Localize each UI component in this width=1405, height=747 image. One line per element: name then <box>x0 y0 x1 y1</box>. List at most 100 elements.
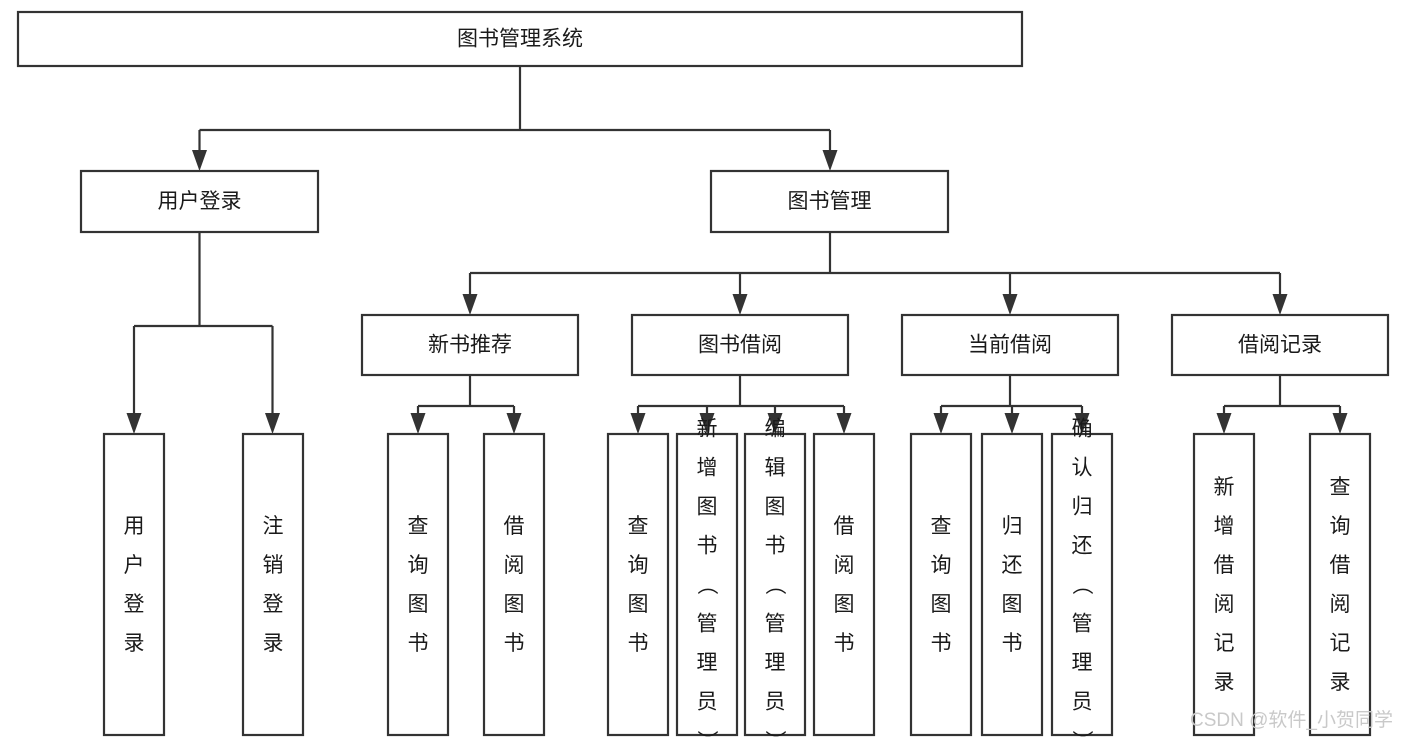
node-label-leaf-borrow-book-recommend: 借 <box>504 515 525 538</box>
node-current-borrow[interactable]: 当前借阅 <box>900 313 1120 377</box>
node-label-leaf-query-book-borrow: 书 <box>628 632 649 655</box>
nodes-layer: 图书管理系统用户登录图书管理新书推荐图书借阅当前借阅借阅记录用户登录注销登录查询… <box>16 10 1390 747</box>
node-label-leaf-add-borrow-record: 增 <box>1214 515 1235 538</box>
arrow-head-user-login <box>192 150 207 171</box>
node-label-leaf-add-book-admin: 图 <box>697 496 718 519</box>
node-label-leaf-return-book: 还 <box>1002 554 1023 577</box>
node-label-leaf-add-book-admin: 理 <box>697 652 718 675</box>
node-box-leaf-confirm-return-admin[interactable] <box>1050 432 1114 737</box>
node-box-book-borrow[interactable] <box>630 313 850 377</box>
node-label-leaf-borrow-book: 图 <box>834 593 855 616</box>
node-box-user-login[interactable] <box>79 169 320 234</box>
node-label-book-management: 图书管理 <box>788 190 872 213</box>
node-box-leaf-query-book-borrow[interactable] <box>606 432 670 737</box>
node-label-leaf-confirm-return-admin: 确 <box>1072 418 1093 441</box>
arrow-head-current-borrow <box>1002 294 1018 315</box>
node-label-leaf-logout: 注 <box>263 515 284 538</box>
node-box-root[interactable] <box>16 10 1024 68</box>
node-label-leaf-query-borrow-record: 阅 <box>1330 593 1351 616</box>
arrow-head-borrow-record <box>1272 294 1288 315</box>
node-box-leaf-add-book-admin[interactable] <box>675 432 739 737</box>
node-label-leaf-borrow-book: 借 <box>834 515 855 538</box>
node-root[interactable]: 图书管理系统 <box>16 10 1024 68</box>
node-box-leaf-edit-book-admin[interactable] <box>743 432 807 737</box>
arrow-head-leaf-add-book-admin <box>699 413 715 434</box>
node-label-leaf-confirm-return-admin: 管 <box>1072 613 1093 636</box>
node-label-leaf-add-book-admin: ） <box>695 730 718 747</box>
node-label-leaf-confirm-return-admin: 理 <box>1072 652 1093 675</box>
node-box-leaf-return-book[interactable] <box>980 432 1044 737</box>
connector-root-to-level2 <box>198 66 832 158</box>
node-label-leaf-query-book-borrow: 询 <box>628 554 649 577</box>
node-label-leaf-add-book-admin: 管 <box>697 613 718 636</box>
node-label-leaf-query-book-recommend: 查 <box>408 515 429 538</box>
node-label-leaf-add-borrow-record: 记 <box>1214 632 1235 655</box>
arrow-head-leaf-borrow-book <box>836 413 852 434</box>
node-box-leaf-add-borrow-record[interactable] <box>1192 432 1256 737</box>
node-box-leaf-user-login[interactable] <box>102 432 166 737</box>
node-user-login[interactable]: 用户登录 <box>79 169 320 234</box>
node-label-leaf-return-book: 书 <box>1002 632 1023 655</box>
node-box-leaf-query-book-recommend[interactable] <box>386 432 450 737</box>
arrow-head-leaf-query-borrow-record <box>1332 413 1348 434</box>
node-label-leaf-query-book-current: 查 <box>931 515 952 538</box>
node-label-leaf-edit-book-admin: 管 <box>765 613 786 636</box>
node-label-leaf-query-book-borrow: 图 <box>628 593 649 616</box>
node-book-borrow[interactable]: 图书借阅 <box>630 313 850 377</box>
node-label-root: 图书管理系统 <box>457 28 583 51</box>
node-borrow-record[interactable]: 借阅记录 <box>1170 313 1390 377</box>
node-label-leaf-query-borrow-record: 查 <box>1330 476 1351 499</box>
node-label-leaf-confirm-return-admin: 还 <box>1072 535 1093 558</box>
node-box-leaf-borrow-book[interactable] <box>812 432 876 737</box>
node-label-leaf-confirm-return-admin: （ <box>1070 574 1093 595</box>
node-label-leaf-borrow-book-recommend: 书 <box>504 632 525 655</box>
node-label-leaf-borrow-book-recommend: 阅 <box>504 554 525 577</box>
node-label-leaf-query-book-borrow: 查 <box>628 515 649 538</box>
node-label-leaf-query-borrow-record: 记 <box>1330 632 1351 655</box>
arrow-head-leaf-logout <box>265 413 280 434</box>
node-box-leaf-query-borrow-record[interactable] <box>1308 432 1372 737</box>
node-box-borrow-record[interactable] <box>1170 313 1390 377</box>
node-label-leaf-add-book-admin: 书 <box>697 535 718 558</box>
node-label-current-borrow: 当前借阅 <box>968 334 1052 357</box>
node-box-current-borrow[interactable] <box>900 313 1120 377</box>
node-book-management[interactable]: 图书管理 <box>709 169 950 234</box>
node-label-leaf-query-borrow-record: 录 <box>1330 671 1351 694</box>
node-box-leaf-borrow-book-recommend[interactable] <box>482 432 546 737</box>
node-label-leaf-query-book-recommend: 询 <box>408 554 429 577</box>
node-leaf-user-login[interactable]: 用户登录 <box>102 432 166 737</box>
node-box-leaf-logout[interactable] <box>241 432 305 737</box>
node-label-leaf-logout: 销 <box>263 554 284 577</box>
node-label-leaf-logout: 登 <box>263 593 284 616</box>
node-label-leaf-add-book-admin: 新 <box>697 418 718 441</box>
node-label-leaf-edit-book-admin: （ <box>763 574 786 595</box>
node-label-leaf-user-login: 用 <box>124 515 145 538</box>
node-label-leaf-user-login: 户 <box>124 554 145 577</box>
watermark-text: CSDN @软件_小贺同学 <box>1190 709 1393 731</box>
node-new-book-recommend[interactable]: 新书推荐 <box>360 313 580 377</box>
node-label-leaf-edit-book-admin: 图 <box>765 496 786 519</box>
node-label-leaf-query-book-current: 书 <box>931 632 952 655</box>
node-label-leaf-add-book-admin: 增 <box>697 457 718 480</box>
node-label-leaf-edit-book-admin: 书 <box>765 535 786 558</box>
arrow-head-new-book-recommend <box>462 294 478 315</box>
node-box-new-book-recommend[interactable] <box>360 313 580 377</box>
node-box-book-management[interactable] <box>709 169 950 234</box>
node-label-leaf-add-borrow-record: 新 <box>1214 476 1235 499</box>
node-label-leaf-edit-book-admin: 员 <box>765 691 786 714</box>
node-label-leaf-query-book-current: 询 <box>931 554 952 577</box>
node-box-leaf-query-book-current[interactable] <box>909 432 973 737</box>
